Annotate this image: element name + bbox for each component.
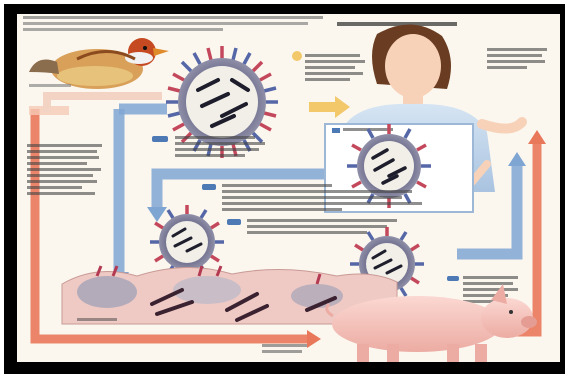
caption-woman	[487, 48, 547, 69]
callout-1	[292, 51, 365, 81]
caption-pig	[262, 344, 307, 353]
image-frame	[4, 4, 565, 374]
infographic-canvas	[17, 14, 560, 362]
caption-left	[27, 144, 102, 195]
diagram-panel	[17, 14, 560, 362]
duck-icon	[29, 38, 169, 89]
virus-icon	[166, 46, 278, 158]
yellow-arrow	[309, 96, 350, 118]
